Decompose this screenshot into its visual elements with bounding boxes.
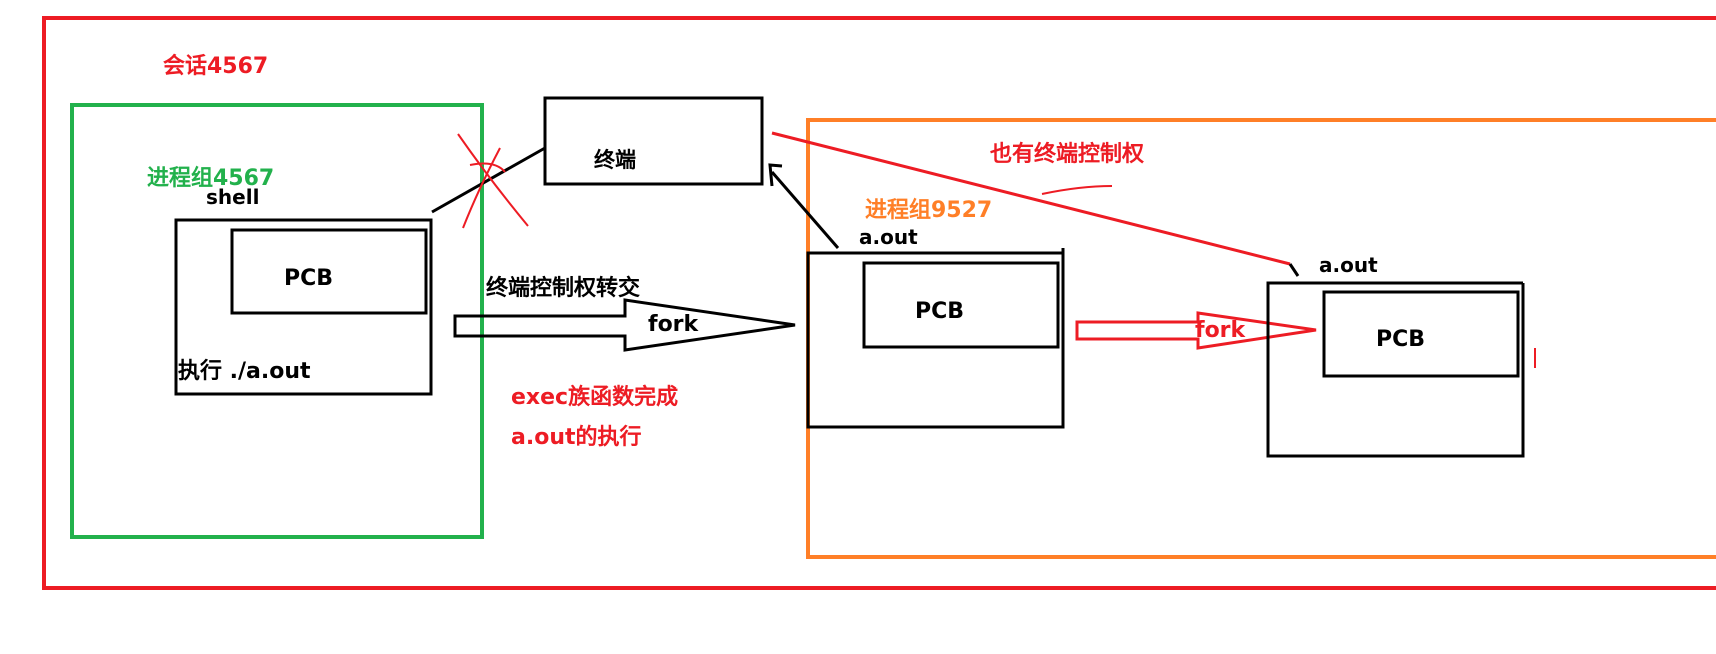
- child-terminal-link-tail: [1288, 263, 1300, 277]
- session-label: 会话4567: [163, 54, 269, 79]
- aout-terminal-arrowhead: [768, 163, 783, 187]
- shell-action-label: 执行 ./a.out: [178, 359, 311, 384]
- process-group-shell-label: 进程组4567: [147, 166, 275, 191]
- terminal-label: 终端: [594, 148, 636, 172]
- cross-out-stroke-1: [457, 133, 529, 227]
- transfer-note-line1: exec族函数完成: [511, 385, 679, 410]
- transfer-title: 终端控制权转交: [486, 276, 641, 301]
- fork-arrow: [1075, 311, 1317, 350]
- child-terminal-link-mark: [1041, 185, 1113, 195]
- cross-out-stroke-3: [469, 162, 506, 173]
- aout-terminal-link: [770, 171, 840, 249]
- aout-parent-process-box: [806, 248, 1065, 429]
- aout-child-name: a.out: [1319, 253, 1378, 277]
- transfer-note-line2: a.out的执行: [511, 425, 642, 450]
- shell-pcb-label: PCB: [284, 266, 334, 291]
- also-control-label: 也有终端控制权: [990, 142, 1145, 167]
- aout-child-pcb-label: PCB: [1376, 327, 1426, 352]
- aout-parent-pcb-box: [862, 261, 1060, 349]
- shell-process-box: [174, 218, 433, 396]
- session-boundary: [42, 16, 1716, 590]
- transfer-fork-label: fork: [648, 312, 699, 337]
- aout-parent-pcb-label: PCB: [915, 299, 965, 324]
- terminal-box: [543, 96, 764, 186]
- cross-out-stroke-2: [462, 147, 501, 229]
- aout-parent-name: a.out: [859, 225, 918, 249]
- child-terminal-link: [771, 131, 1291, 266]
- aout-child-pcb-box: [1322, 290, 1520, 378]
- fork-label: fork: [1195, 318, 1246, 343]
- shell-process-name: shell: [206, 185, 260, 209]
- transfer-arrow: [453, 298, 796, 352]
- shell-terminal-link: [431, 146, 546, 214]
- shell-pcb-box: [230, 228, 428, 315]
- process-group-aout-label: 进程组9527: [865, 198, 993, 223]
- aout-child-process-box: [1266, 281, 1525, 458]
- process-group-shell-boundary: [70, 103, 484, 539]
